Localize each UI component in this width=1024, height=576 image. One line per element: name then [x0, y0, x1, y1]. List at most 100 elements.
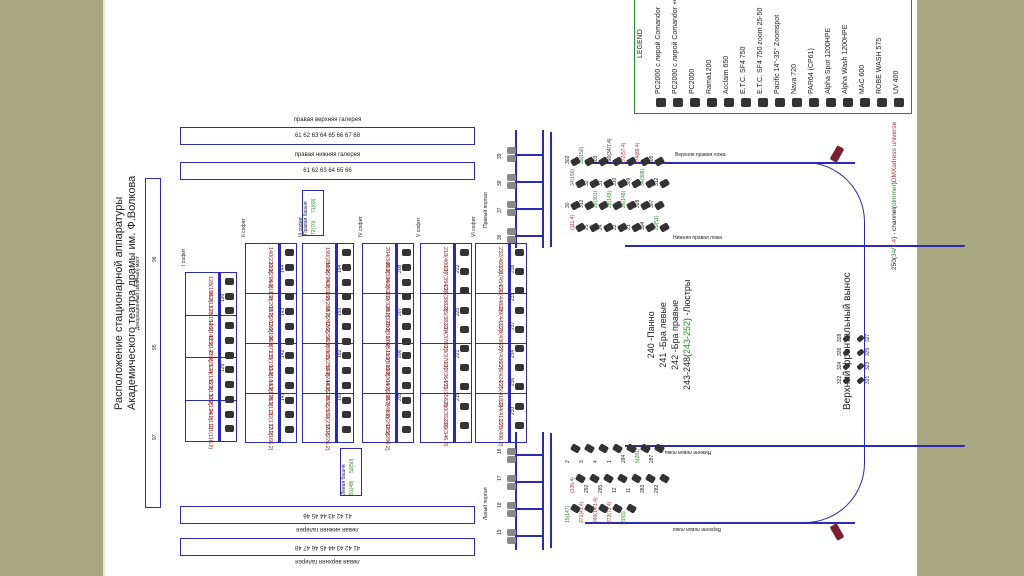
legend-item: PC2000 [687, 0, 703, 110]
sofit-side-number: 130 [220, 293, 226, 302]
front-spot-icon [829, 145, 845, 163]
lower-right-loge-label: Нижняя правая ложа [673, 235, 722, 241]
sofit-section-line [245, 343, 297, 344]
sofit-side-number: 233 [510, 406, 516, 415]
legend-item-label: Rama1200 [706, 59, 713, 94]
rama1200-icon [707, 98, 717, 107]
sofit-side-number: 235 [510, 292, 516, 302]
sofit-label: V софит [416, 217, 422, 237]
sofit-side-number: 144 [280, 264, 286, 273]
fixture-icon [342, 411, 351, 419]
fixture-icon [225, 381, 234, 389]
fixture-icon [460, 421, 469, 429]
fixture-icon [460, 249, 469, 256]
sofit-cell: 209(346.2) [442, 419, 448, 447]
pc2000-colorchanger-icon [673, 98, 683, 107]
fixture-icon [342, 352, 351, 360]
right-portal-wall [542, 130, 544, 248]
acclaim-icon [724, 98, 734, 107]
portal-bar [515, 154, 542, 156]
sofit-side-number: 129 [220, 363, 226, 372]
portal-fixture-icon [507, 483, 516, 490]
hall-fixture-icon [658, 178, 671, 189]
sofit-side-number: 141 [280, 392, 286, 401]
left-portal-wall [542, 432, 544, 550]
portal-number: 16 [497, 448, 503, 454]
fixture-icon [225, 425, 234, 433]
portal-number: 38 [497, 180, 503, 186]
mac600-icon [860, 98, 870, 107]
fixture-icon [460, 402, 469, 410]
hall-fixture-label: 249(14/1.4) [593, 497, 599, 523]
front-number: 325 [865, 347, 871, 356]
legend-item: Rama1200 [704, 0, 720, 110]
portal-bar [515, 481, 542, 483]
portal-fixture-icon [507, 529, 516, 536]
hall-fixture-label: 282 [654, 484, 660, 493]
hall-fixture-label: 4 [593, 460, 599, 463]
sofit-side-number: 237 [510, 321, 516, 330]
portal-bar [515, 235, 542, 237]
gallery-left-upper: 41 42 43 44 45 46 47 48 [180, 538, 475, 556]
legend-item: Alpha Spot 1200HPE [823, 0, 839, 110]
note-line: 240 -Панно [646, 311, 656, 359]
right-portal-wall [515, 130, 517, 248]
portal-fixture-icon [507, 510, 516, 517]
portal-fixture-icon [507, 448, 516, 455]
fixture-icon [285, 396, 294, 404]
fixture-icon [342, 263, 351, 271]
fixture-icon [402, 411, 411, 419]
fixture-icon [342, 278, 351, 286]
right-tower-cell: 72(70) [311, 220, 317, 235]
fixture-icon [285, 308, 294, 316]
right-tower-cell: 71(69) [311, 198, 317, 213]
legend-item: Acclaim 650 [721, 0, 737, 110]
hall-fixture-label: 1 [607, 460, 613, 463]
fixture-icon [402, 381, 411, 389]
footnote-part: 250( [891, 256, 898, 270]
gallery-right-upper: 61 62 63 64 65 66 67 68 [180, 127, 475, 145]
legend-item: PC2000 с лирой Comandor [653, 0, 669, 110]
sofit-cell: 131(166.2) [267, 424, 273, 451]
sofit-label: IV софит [358, 216, 364, 237]
fixture-icon [225, 336, 234, 344]
hall-fixture-icon [569, 443, 582, 454]
lower-left-loge-line [625, 445, 965, 447]
sofit-side-number: 219 [455, 392, 461, 401]
portal-number: 37 [497, 207, 503, 213]
sofit-side-number: 205 [397, 392, 403, 401]
sofit-section-line [475, 293, 527, 294]
fixture-icon [460, 306, 469, 314]
legend-item-label: E.T.C. SF4 750 zoom 25-50 [757, 7, 764, 94]
sofit-side-number: 206 [397, 349, 403, 358]
hall-fixture-icon [616, 473, 629, 484]
sofit-label: VI софит [471, 216, 477, 237]
robe-wash-icon [877, 98, 887, 107]
legend-item-label: ROBE WASH 575 [876, 37, 883, 94]
fixture-icon [285, 278, 294, 286]
fixture-icon [515, 402, 524, 410]
left-portal-wall [515, 432, 517, 550]
portal-fixture-icon [507, 201, 516, 208]
fixture-icon [460, 364, 469, 372]
decor-bridge-label: Декорационный (зеленый) мост [135, 256, 141, 330]
hall-fixture-icon [588, 473, 601, 484]
fixture-icon [225, 322, 234, 330]
gallery-right-lower: 61 62 63 64 65 66 [180, 162, 475, 180]
hall-fixture-label: 3 [579, 460, 585, 463]
hall-fixture-icon [574, 473, 587, 484]
footnote-part: DMXadress universe [891, 121, 898, 183]
portal-bar [515, 454, 542, 456]
hall-inner [805, 245, 865, 446]
gallery-left-lower: 41 42 43 44 45 46 [180, 506, 475, 524]
sofit-label: I софит [181, 248, 187, 266]
hall-fixture-icon [630, 473, 643, 484]
pc2000-icon [690, 98, 700, 107]
fixture-icon [285, 322, 294, 330]
sofit-section-line [475, 393, 527, 394]
front-extension-curve [705, 162, 865, 523]
portal-fixture-icon [507, 502, 516, 509]
note-line: 242 -Бра правые [670, 299, 680, 370]
fixture-icon [285, 411, 294, 419]
fixture-icon [515, 383, 524, 391]
